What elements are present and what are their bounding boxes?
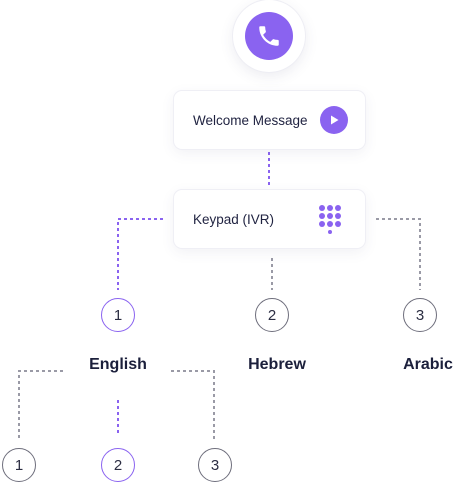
welcome-message-node[interactable]: Welcome Message (174, 91, 365, 149)
connector-keypad-option-1 (117, 218, 163, 290)
connector-english-sub-1 (18, 370, 63, 440)
connector-keypad-option-3 (376, 218, 421, 290)
option-2-circle[interactable]: 2 (255, 298, 289, 332)
welcome-message-label: Welcome Message (193, 112, 308, 128)
play-icon[interactable] (320, 106, 348, 134)
language-arabic: Arabic (403, 356, 453, 373)
sub-option-3-circle[interactable]: 3 (198, 448, 232, 482)
sub-option-2-circle[interactable]: 2 (101, 448, 135, 482)
phone-icon (245, 12, 293, 60)
sub-option-1-circle[interactable]: 1 (2, 448, 36, 482)
connector-english-sub-3 (171, 370, 215, 440)
language-hebrew: Hebrew (248, 356, 306, 373)
language-english: English (89, 356, 147, 373)
call-node (233, 0, 305, 72)
keypad-icon (319, 205, 341, 234)
option-1-circle[interactable]: 1 (101, 298, 135, 332)
option-3-circle[interactable]: 3 (403, 298, 437, 332)
keypad-ivr-node[interactable]: Keypad (IVR) (174, 190, 365, 248)
keypad-ivr-label: Keypad (IVR) (193, 211, 275, 227)
